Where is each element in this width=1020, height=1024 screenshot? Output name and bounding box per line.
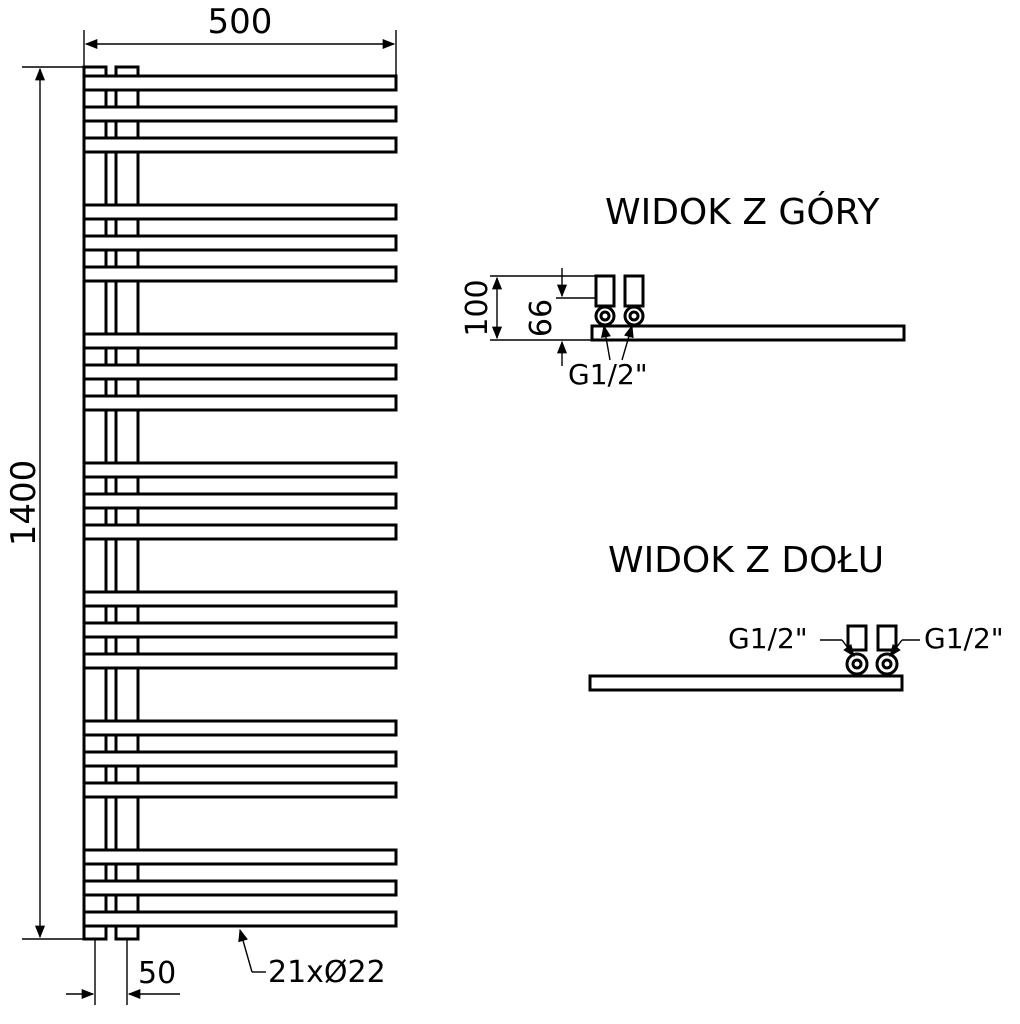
bottom-view-panel — [588, 674, 904, 692]
bottom-valve-right — [876, 624, 898, 652]
tube-17 — [82, 750, 398, 768]
depth-label: 100 — [460, 279, 495, 336]
top-view: WIDOK Z GÓRY 100 66 G1/2" — [460, 191, 906, 391]
bottom-view: WIDOK Z DOŁU G1/2" G1/2" — [588, 540, 1004, 692]
spacing-dimension: 50 — [66, 939, 180, 1005]
tube-rows — [82, 74, 398, 928]
tubes-leader: 21xØ22 — [238, 928, 386, 990]
tube-4 — [82, 203, 398, 221]
tubes-label: 21xØ22 — [268, 955, 386, 990]
tube-3 — [82, 136, 398, 154]
axis-label: 66 — [524, 299, 559, 337]
front-view — [82, 65, 398, 941]
tube-15 — [82, 652, 398, 670]
top-valve-left — [594, 274, 616, 308]
width-label: 500 — [208, 2, 273, 42]
tube-21 — [82, 910, 398, 928]
tube-19 — [82, 848, 398, 866]
tube-13 — [82, 590, 398, 608]
tube-5 — [82, 234, 398, 252]
bottom-view-title: WIDOK Z DOŁU — [608, 540, 884, 581]
width-dimension: 500 — [83, 2, 397, 76]
tube-7 — [82, 332, 398, 350]
tube-2 — [82, 105, 398, 123]
tube-18 — [82, 781, 398, 799]
tube-16 — [82, 719, 398, 737]
bottom-connection-left-label: G1/2" — [728, 622, 808, 655]
tube-9 — [82, 394, 398, 412]
tube-14 — [82, 621, 398, 639]
spacing-label: 50 — [138, 956, 176, 991]
tube-8 — [82, 363, 398, 381]
height-dimension: 1400 — [4, 66, 96, 940]
tube-6 — [82, 265, 398, 283]
tube-10 — [82, 461, 398, 479]
top-valve-right — [623, 274, 645, 308]
top-view-panel — [590, 324, 906, 342]
bottom-connection-right-label: G1/2" — [924, 622, 1004, 655]
height-label: 1400 — [4, 460, 44, 547]
bottom-valve-left — [846, 624, 868, 652]
top-connection-label: G1/2" — [568, 358, 648, 391]
tube-1 — [82, 74, 398, 92]
tube-12 — [82, 523, 398, 541]
tube-11 — [82, 492, 398, 510]
top-view-title: WIDOK Z GÓRY — [605, 191, 880, 233]
tube-20 — [82, 879, 398, 897]
